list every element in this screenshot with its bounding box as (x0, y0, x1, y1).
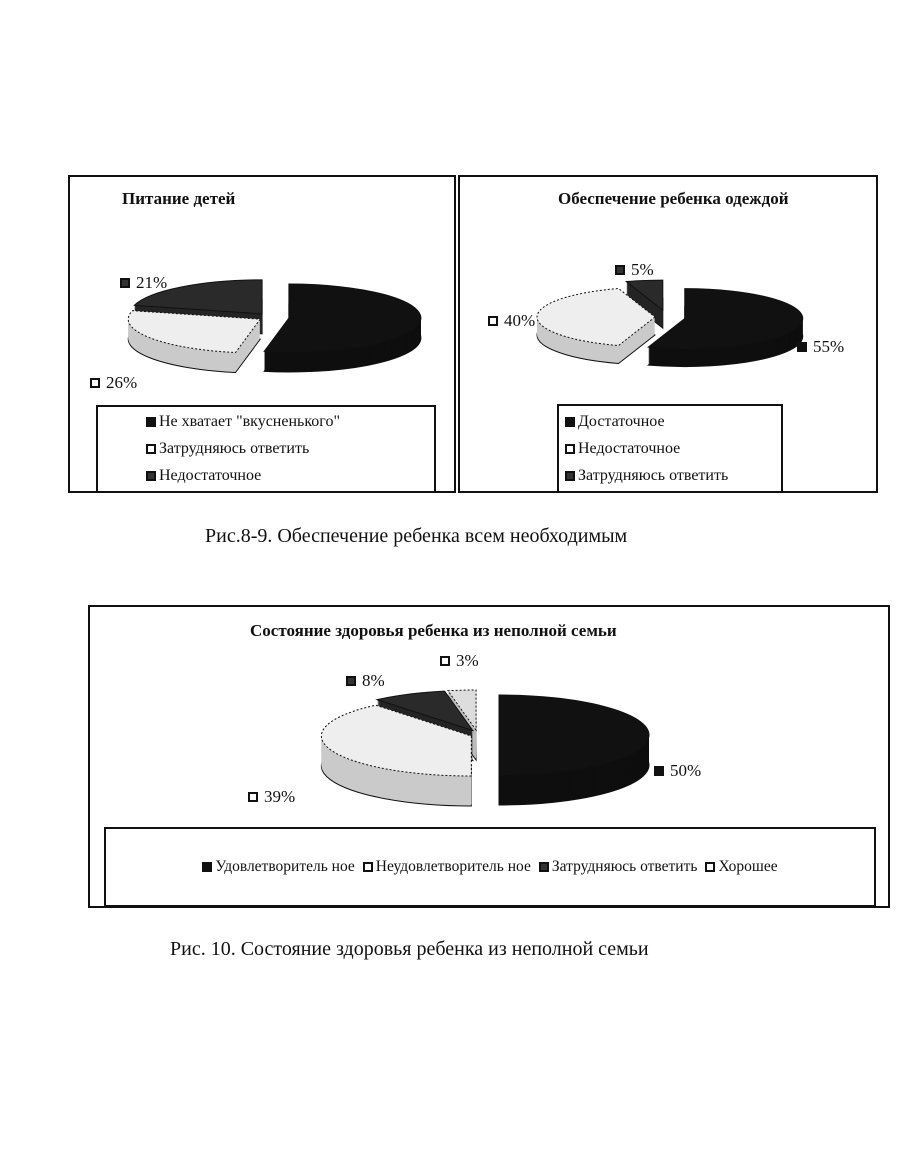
legend-label: Достаточное (578, 412, 665, 430)
legend-item: Затрудняюсь ответить (146, 440, 434, 458)
legend-swatch-icon (146, 443, 156, 454)
chart-title: Обеспечение ребенка одеждой (558, 189, 789, 208)
data-label-text: 8% (362, 671, 385, 690)
pie-slice-2 (133, 279, 263, 315)
legend-label: Неудовлетворитель ное (375, 858, 531, 875)
legend-label: Хорошее (718, 858, 778, 875)
chart-title: Питание детей (122, 189, 236, 208)
pie-slice-1 (320, 704, 472, 777)
figure-caption: Рис.8-9. Обеспечение ребенка всем необхо… (205, 525, 628, 547)
legend-swatch-icon (248, 792, 258, 802)
pie-slice-0 (263, 283, 422, 353)
pie-slice-1 (127, 310, 262, 354)
legend-label: Затрудняюсь ответить (551, 858, 698, 875)
pie-plot (127, 279, 422, 374)
legend: Не хватает "вкусненького" Затрудняюсь от… (96, 405, 436, 493)
pie-slice-2 (375, 690, 475, 732)
legend-label: Удовлетворитель ное (215, 858, 355, 875)
data-label-insufficient: 21% (120, 273, 167, 293)
legend-item: Неудовлетворитель ное (362, 858, 531, 876)
legend-swatch-icon (362, 862, 373, 872)
data-label-text: 50% (670, 761, 702, 780)
chart-title: Состояние здоровья ребенка из неполной с… (250, 621, 617, 640)
legend-item: Недостаточное (146, 467, 434, 485)
data-label-text: 39% (264, 787, 296, 806)
data-label-hard-to-say: 8% (346, 671, 385, 691)
legend-item: Удовлетворитель ное (202, 858, 355, 876)
pie-slice-3 (447, 689, 477, 732)
chart-child-clothing: Обеспечение ребенка одеждой 5% 40% 55% Д… (458, 175, 878, 493)
legend-swatch-icon (90, 378, 100, 388)
legend-swatch-icon (565, 470, 575, 481)
legend-swatch-icon (797, 342, 807, 352)
legend-swatch-icon (705, 862, 716, 872)
legend-item: Затрудняюсь ответить (565, 467, 781, 485)
data-label-sufficient: 55% (797, 337, 844, 357)
legend-label: Не хватает "вкусненького" (159, 413, 340, 431)
legend-swatch-icon (120, 278, 130, 288)
pie-slice-1 (536, 287, 656, 347)
data-label-hard-to-say: 5% (615, 260, 654, 280)
legend-swatch-icon (146, 417, 156, 428)
data-label-text: 3% (456, 651, 479, 670)
legend-label: Недостаточное (578, 439, 681, 457)
legend-swatch-icon (565, 443, 575, 454)
legend-item: Не хватает "вкусненького" (146, 413, 434, 431)
pie-plot (536, 279, 804, 368)
legend-swatch-icon (202, 862, 213, 872)
data-label-insufficient: 40% (488, 311, 535, 331)
legend-swatch-icon (615, 265, 625, 275)
legend-swatch-icon (146, 470, 156, 481)
pie-slice-0 (646, 288, 804, 350)
legend-swatch-icon (488, 316, 498, 326)
legend-item: Хорошее (705, 858, 778, 876)
legend-item: Недостаточное (565, 440, 781, 458)
data-label-text: 21% (136, 273, 168, 292)
legend-swatch-icon (346, 676, 356, 686)
pie-plot (320, 689, 650, 807)
data-label-hard-to-say: 26% (90, 373, 137, 393)
data-label-text: 26% (106, 373, 138, 392)
legend-item: Достаточное (565, 413, 781, 431)
legend-swatch-icon (565, 416, 575, 427)
legend: Достаточное Недостаточное Затрудняюсь от… (557, 404, 783, 493)
data-label-text: 40% (504, 311, 536, 330)
data-label-text: 5% (631, 260, 654, 279)
pie-slice-0 (498, 694, 650, 776)
data-label-unsatisfactory: 39% (248, 787, 295, 807)
legend-swatch-icon (654, 766, 664, 776)
chart-child-health: Состояние здоровья ребенка из неполной с… (88, 605, 890, 908)
legend-label: Затрудняюсь ответить (159, 439, 310, 457)
legend-item: Затрудняюсь ответить (538, 858, 698, 876)
legend-label: Недостаточное (159, 466, 262, 484)
pie-slice-2 (625, 279, 664, 312)
legend-label: Затрудняюсь ответить (578, 466, 729, 484)
legend: Удовлетворитель ное Неудовлетворитель но… (104, 827, 876, 907)
legend-swatch-icon (538, 862, 549, 872)
data-label-text: 55% (813, 337, 845, 356)
chart-child-nutrition: Питание детей 21% 26% Не хватает "вкусне… (68, 175, 456, 493)
figure-caption: Рис. 10. Состояние здоровья ребенка из н… (170, 938, 649, 960)
legend-swatch-icon (440, 656, 450, 666)
data-label-satisfactory: 50% (654, 761, 701, 781)
data-label-good: 3% (440, 651, 479, 671)
